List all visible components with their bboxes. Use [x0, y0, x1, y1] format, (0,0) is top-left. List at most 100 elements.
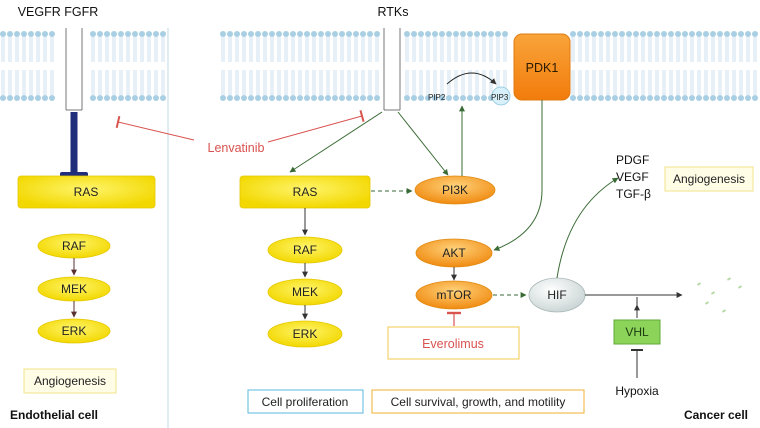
lipid-head: [745, 31, 751, 37]
lipid-head: [125, 31, 131, 37]
lipid-head: [577, 31, 583, 37]
right-mek-ellipse: MEK: [267, 278, 343, 306]
mtor-label: mTOR: [436, 288, 471, 302]
lipid-head: [125, 95, 131, 101]
left-raf-ellipse: RAF: [37, 233, 111, 259]
lipid-head: [710, 31, 716, 37]
lipid-head: [304, 31, 310, 37]
lipid-head: [640, 31, 646, 37]
lipid-head: [446, 31, 452, 37]
right-erk-ellipse: ERK: [267, 320, 343, 348]
lipid-head: [374, 95, 380, 101]
receptors-right-label: RTKs: [377, 5, 408, 19]
right-angiogenesis-box: Angiogenesis: [664, 166, 754, 192]
lipid-head: [717, 31, 723, 37]
lipid-head: [703, 95, 709, 101]
lipid-head: [640, 95, 646, 101]
pip3-circle: [491, 86, 511, 106]
lipid-head: [283, 31, 289, 37]
lipid-head: [42, 95, 48, 101]
lipid-head: [0, 95, 6, 101]
lipid-head: [647, 95, 653, 101]
lipid-head: [339, 31, 345, 37]
lipid-head: [584, 31, 590, 37]
lipid-head: [752, 31, 758, 37]
lipid-head: [21, 31, 27, 37]
lipid-head: [325, 95, 331, 101]
lipid-head: [262, 31, 268, 37]
rtk-to-ras-arrow: [289, 111, 383, 173]
lipid-head: [682, 31, 688, 37]
lipid-head: [418, 31, 424, 37]
lipid-head: [153, 95, 159, 101]
pip2-label: PIP2: [428, 93, 446, 102]
right-erk-label: ERK: [293, 327, 318, 341]
lipid-head: [118, 31, 124, 37]
left-ras-box: RAS: [17, 175, 156, 209]
right-raf-ellipse: RAF: [267, 236, 343, 264]
lipid-head: [439, 95, 445, 101]
lipid-head: [626, 31, 632, 37]
lipid-head: [276, 31, 282, 37]
lipid-head: [654, 95, 660, 101]
lipid-head: [439, 31, 445, 37]
lipid-head: [49, 31, 55, 37]
lipid-head: [0, 31, 6, 37]
lipid-head: [160, 31, 166, 37]
pdk1-to-akt-arrow: [493, 100, 543, 251]
lipid-head: [139, 31, 145, 37]
lipid-head: [14, 95, 20, 101]
lipid-head: [35, 95, 41, 101]
lipid-head: [703, 31, 709, 37]
lipid-head: [104, 95, 110, 101]
lipid-head: [49, 95, 55, 101]
lipid-head: [104, 31, 110, 37]
lipid-head: [90, 95, 96, 101]
lipid-head: [647, 31, 653, 37]
lipid-head: [626, 95, 632, 101]
lenvatinib-inhibits-rtk: [267, 109, 365, 143]
lipid-head: [139, 95, 145, 101]
lipid-head: [696, 95, 702, 101]
lipid-head: [118, 95, 124, 101]
hypoxia-label: Hypoxia: [615, 384, 659, 398]
lipid-head: [738, 31, 744, 37]
lipid-head: [612, 31, 618, 37]
pdgf-label: PDGF: [616, 153, 649, 167]
pdk1-node: PDK1: [513, 33, 571, 101]
rtk-to-pi3k-arrow: [397, 111, 449, 176]
lipid-head: [146, 31, 152, 37]
left-mek-label: MEK: [61, 282, 87, 296]
lipid-head: [675, 95, 681, 101]
lipid-head: [633, 31, 639, 37]
lipid-head: [577, 95, 583, 101]
lipid-head: [7, 31, 13, 37]
vhl-box: VHL: [613, 319, 661, 345]
lipid-head: [297, 95, 303, 101]
right-ras-label: RAS: [293, 185, 318, 199]
lipid-head: [339, 95, 345, 101]
lipid-head: [332, 31, 338, 37]
lipid-head: [612, 95, 618, 101]
tgf-beta-label: TGF-β: [616, 187, 651, 201]
lipid-head: [425, 31, 431, 37]
lipid-head: [570, 31, 576, 37]
secreted-factors: [697, 277, 742, 313]
pi3k-label: PI3K: [442, 183, 468, 197]
lipid-head: [111, 31, 117, 37]
vegfr-fgfr-receptor: [60, 28, 88, 178]
right-mek-label: MEK: [292, 285, 318, 299]
lipid-head: [418, 95, 424, 101]
lipid-head: [220, 31, 226, 37]
lipid-head: [460, 95, 466, 101]
hif-to-growth-factors-arrow: [556, 177, 619, 279]
lipid-head: [160, 95, 166, 101]
lipid-head: [255, 95, 261, 101]
lipid-head: [367, 95, 373, 101]
lipid-head: [28, 95, 34, 101]
lipid-head: [633, 95, 639, 101]
lipid-head: [241, 95, 247, 101]
cell-proliferation-box: Cell proliferation: [247, 389, 364, 414]
lipid-head: [570, 95, 576, 101]
lipid-head: [453, 95, 459, 101]
